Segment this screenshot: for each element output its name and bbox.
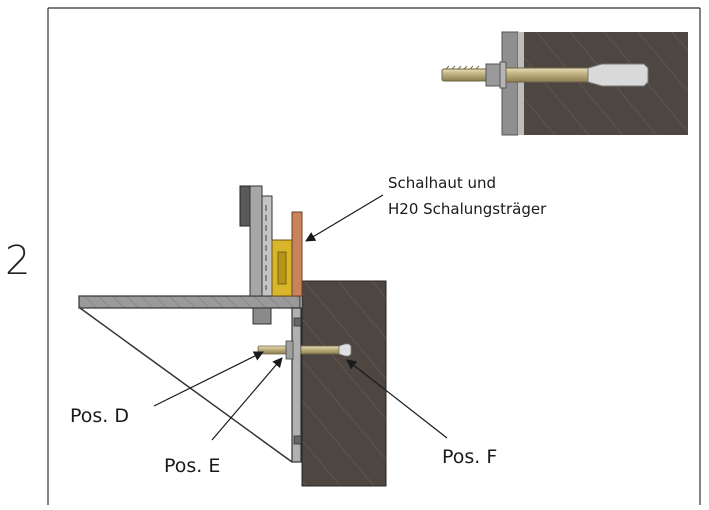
pos-f-label: Pos. F <box>442 446 498 468</box>
leader-pos-d <box>153 351 264 407</box>
bracket-diagonal <box>79 307 293 463</box>
formwork-skin <box>291 211 303 297</box>
bracket-clamp <box>252 307 272 325</box>
leader-pos-e <box>211 357 283 441</box>
step-number: 2 <box>5 238 31 284</box>
detail-inset <box>441 31 688 136</box>
detail-anchor-icon <box>441 61 649 89</box>
pos-e-label: Pos. E <box>164 455 221 477</box>
pos-d-label: Pos. D <box>70 405 130 427</box>
leader-pos-f <box>346 359 448 439</box>
leader-formwork <box>305 194 384 242</box>
bracket-wall-plate <box>291 307 302 463</box>
bracket <box>78 295 302 463</box>
formwork-waler <box>249 185 263 297</box>
concrete-wall <box>301 280 387 487</box>
formwork-assembly <box>239 185 303 297</box>
detail-plate-edge <box>518 32 524 135</box>
frame <box>47 7 701 505</box>
bracket-top-beam <box>78 295 301 309</box>
formwork-label-line1: Schalhaut und <box>388 174 497 192</box>
main-anchor <box>257 340 352 360</box>
leader-lines <box>153 194 448 441</box>
formwork-label-line2: H20 Schalungsträger <box>388 200 547 218</box>
